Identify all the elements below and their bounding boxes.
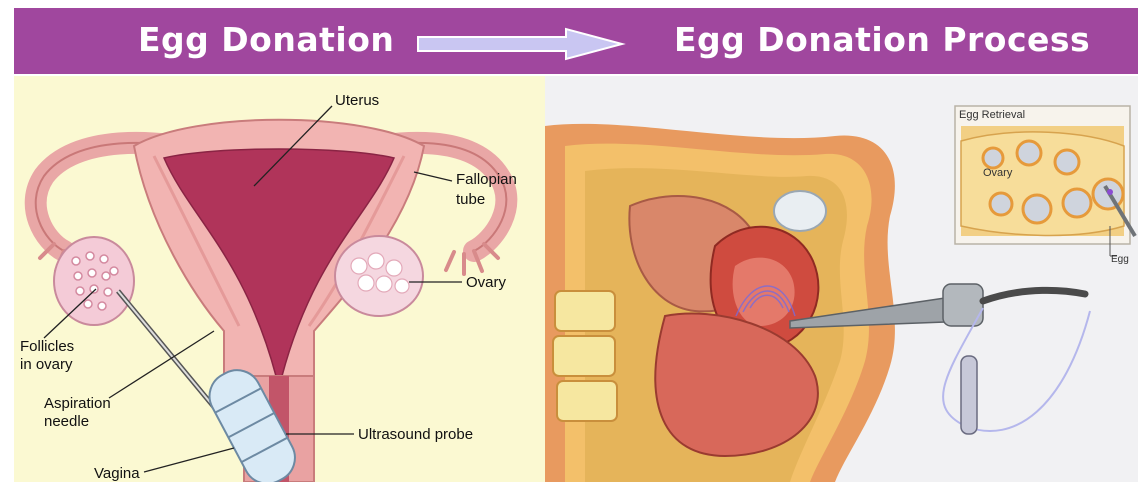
- label-follicles-line1: Follicles: [20, 338, 74, 355]
- label-aspiration-line1: Aspiration: [44, 395, 111, 412]
- label-ovary: Ovary: [466, 274, 507, 291]
- label-vagina: Vagina: [94, 465, 140, 482]
- uterus-diagram: Uterus Fallopian tube Ovary Follicles in…: [14, 76, 545, 482]
- inset-egg-label: Egg: [1111, 254, 1129, 265]
- label-fallopian-line1: Fallopian: [456, 171, 517, 188]
- label-ultrasound-probe: Ultrasound probe: [358, 426, 473, 443]
- label-uterus: Uterus: [335, 92, 379, 109]
- egg-retrieval-illustration: Egg Retrieval Ovary Egg: [545, 76, 1138, 482]
- right-arrow-icon: [416, 26, 626, 62]
- inset-title: Egg Retrieval: [959, 109, 1025, 121]
- label-aspiration-line2: needle: [44, 413, 89, 430]
- left-title: Egg Donation: [138, 20, 394, 59]
- inset-ovary-label: Ovary: [983, 167, 1013, 179]
- title-banner: Egg Donation Egg Donation Process: [14, 8, 1138, 74]
- label-fallopian-line2: tube: [456, 191, 485, 208]
- label-follicles-line2: in ovary: [20, 356, 73, 373]
- right-title: Egg Donation Process: [674, 20, 1090, 59]
